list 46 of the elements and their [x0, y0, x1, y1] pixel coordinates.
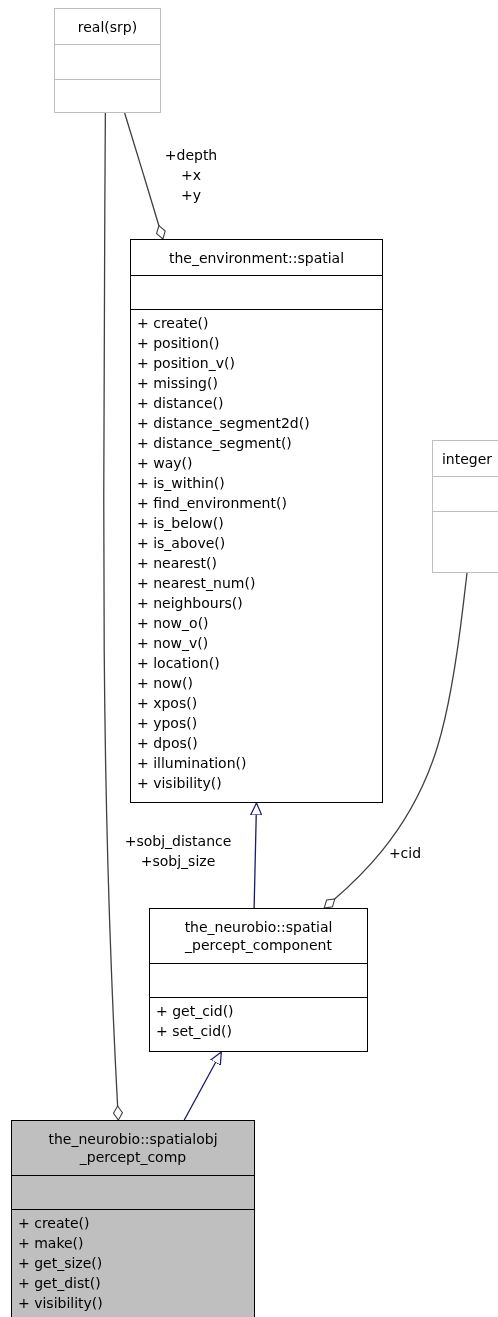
method-name: + xpos() — [137, 694, 198, 713]
method-name: + visibility() — [137, 774, 222, 793]
method-name: + create() — [18, 1214, 90, 1233]
method-name: + position() — [137, 334, 220, 353]
class-name: the_neurobio::spatial _percept_component — [184, 918, 333, 954]
class-name: real(srp) — [77, 17, 138, 36]
method-name: + dpos() — [137, 734, 198, 753]
class-box — [54, 8, 161, 113]
method-name: + find_environment() — [137, 494, 287, 513]
aggregation-connector — [103, 112, 124, 1121]
method-name: + visibility() — [18, 1294, 103, 1313]
method-name: + get_size() — [18, 1254, 103, 1273]
class-box — [130, 239, 383, 803]
method-name: + nearest() — [137, 554, 217, 573]
method-name: + is_above() — [137, 534, 226, 553]
method-name: + now_o() — [137, 614, 209, 633]
method-name: + is_within() — [137, 474, 225, 493]
method-name: + is_below() — [137, 514, 224, 533]
class-name: the_environment::spatial — [168, 248, 345, 267]
class-box — [432, 440, 498, 573]
method-name: + way() — [137, 454, 193, 473]
class-name: integer — [441, 449, 493, 468]
aggregation-connector — [123, 112, 166, 240]
class-box — [149, 908, 368, 1052]
method-name: + distance_segment() — [137, 434, 292, 453]
aggregation-connector — [323, 572, 468, 909]
method-name: + neighbours() — [137, 594, 243, 613]
method-name: + ypos() — [137, 714, 198, 733]
method-name: + illumination() — [137, 754, 247, 773]
method-name: + missing() — [137, 374, 218, 393]
class-box — [11, 1120, 255, 1317]
method-name: + create() — [137, 314, 209, 333]
method-name: + get_dist() — [18, 1274, 101, 1293]
method-name: + make() — [18, 1234, 84, 1253]
inheritance-arrow — [250, 802, 263, 909]
method-name: + distance_segment2d() — [137, 414, 310, 433]
class-name: the_neurobio::spatialobj _percept_comp — [48, 1130, 218, 1166]
method-name: + nearest_num() — [137, 574, 256, 593]
method-name: + now_v() — [137, 634, 209, 653]
method-name: + now() — [137, 674, 193, 693]
inheritance-arrow — [183, 1051, 222, 1121]
method-name: + get_cid() — [156, 1002, 234, 1021]
method-name: + location() — [137, 654, 220, 673]
method-name: + distance() — [137, 394, 224, 413]
method-name: + position_v() — [137, 354, 235, 373]
method-name: + set_cid() — [156, 1022, 232, 1041]
